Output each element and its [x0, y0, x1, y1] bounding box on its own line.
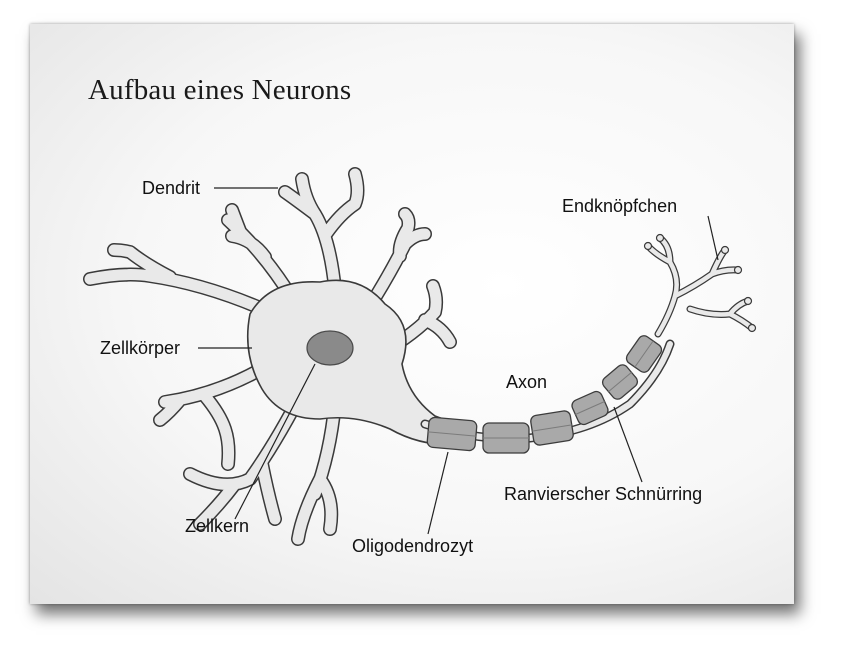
leader-zellkern [234, 363, 316, 520]
myelin-segment [571, 390, 609, 426]
myelin-segment [601, 364, 639, 400]
leader-ranvier [613, 406, 643, 483]
nucleus [306, 330, 354, 366]
neuron-diagram: Dendrit Zellkörper Zellkern Oligodendroz… [83, 167, 757, 556]
leader-endknoepfchen [707, 215, 719, 261]
label-dendrit: Dendrit [142, 178, 200, 198]
label-endknoepfchen: Endknöpfchen [562, 196, 677, 216]
label-zellkern: Zellkern [185, 516, 249, 536]
label-axon: Axon [506, 372, 547, 392]
dendrites [83, 167, 457, 546]
axon-terminal [643, 233, 757, 338]
label-oligodendrozyt: Oligodendrozyt [352, 536, 473, 556]
myelin-sheath [426, 335, 663, 454]
myelin-segment [625, 335, 663, 373]
myelin-segment [530, 410, 574, 446]
myelin-segment [426, 416, 478, 452]
leader-lines [198, 187, 719, 535]
terminal-buttons [643, 233, 757, 333]
myelin-segment [482, 422, 530, 454]
slide: Aufbau eines Neurons [30, 24, 794, 604]
label-zellkoerper: Zellkörper [100, 338, 180, 358]
page-title: Aufbau eines Neurons [88, 74, 352, 106]
label-ranvier: Ranvierscher Schnürring [504, 484, 702, 504]
leader-oligodendrozyt [427, 451, 449, 535]
